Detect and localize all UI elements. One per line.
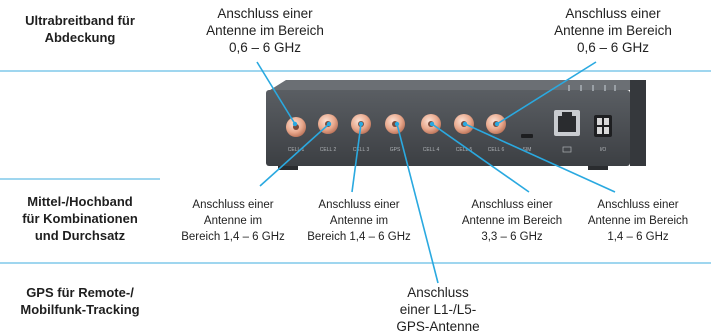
section-label-line: für Kombinationen (22, 211, 138, 226)
callout-line: Anschluss einer (318, 199, 400, 211)
section-divider (0, 178, 160, 180)
ethernet-port (554, 110, 580, 136)
ethernet-icon (562, 146, 572, 153)
section-label-ultrawideband: Ultrabreitband für Abdeckung (0, 12, 160, 46)
device-front-panel (266, 90, 630, 166)
port-label: CELL 4 (423, 147, 440, 153)
section-label-line: Ultrabreitband für (25, 13, 135, 28)
section-divider (0, 262, 711, 264)
callout-mid-3: Anschluss einer Antenne im Bereich 3,3 –… (450, 197, 574, 245)
port-label: SIM (523, 147, 532, 153)
leader-dot (358, 121, 364, 127)
leader-dot (429, 121, 435, 127)
section-label-line: Mittel-/Hochband (27, 194, 133, 209)
section-label-line: Abdeckung (44, 30, 116, 45)
leader-line (256, 61, 296, 125)
callout-line: Anschluss einer (597, 199, 679, 211)
leader-line (351, 123, 362, 193)
device-side (630, 80, 646, 166)
callout-line: Antenne im Bereich (554, 23, 672, 38)
callout-line: Anschluss einer (217, 6, 313, 21)
power-port (594, 115, 612, 137)
leader-line (259, 123, 330, 187)
port-label: CELL 2 (320, 147, 337, 153)
callout-line: Antenne im Bereich (206, 23, 324, 38)
callout-gps: Anschluss einer L1-/L5- GPS-Antenne (385, 284, 491, 335)
port-label: CELL 6 (488, 147, 505, 153)
leader-line (464, 123, 616, 193)
callout-line: Antenne im (203, 215, 263, 227)
antenna-connector (286, 117, 306, 137)
leader-line (431, 123, 530, 193)
device-foot (588, 166, 608, 170)
callout-line: Anschluss einer (471, 199, 553, 211)
callout-line: Bereich 1,4 – 6 GHz (307, 231, 411, 243)
callout-line: Anschluss einer (565, 6, 661, 21)
callout-line: Antenne im Bereich (587, 215, 689, 227)
section-label-line: und Durchsatz (34, 228, 126, 243)
callout-line: einer L1-/L5- (399, 302, 477, 317)
section-label-line: Mobilfunk-Tracking (20, 302, 140, 317)
status-led-icons (568, 85, 616, 91)
port-label: CELL 3 (353, 147, 370, 153)
device-foot (278, 166, 298, 170)
callout-line: Bereich 1,4 – 6 GHz (181, 231, 285, 243)
leader-line (396, 123, 439, 284)
section-label-gps: GPS für Remote-/ Mobilfunk-Tracking (0, 284, 160, 318)
section-label-line: GPS für Remote-/ (26, 285, 134, 300)
leader-dot (462, 121, 468, 127)
section-divider (0, 70, 711, 72)
callout-mid-4: Anschluss einer Antenne im Bereich 1,4 –… (576, 197, 700, 245)
port-label: I/O (600, 147, 607, 153)
callout-mid-1: Anschluss einer Antenne im Bereich 1,4 –… (172, 197, 294, 245)
port-label: GPS (390, 147, 401, 153)
callout-top-right: Anschluss einer Antenne im Bereich 0,6 –… (528, 5, 698, 56)
callout-line: Anschluss (407, 285, 469, 300)
callout-line: 0,6 – 6 GHz (576, 40, 650, 55)
leader-dot (292, 121, 298, 127)
callout-mid-2: Anschluss einer Antenne im Bereich 1,4 –… (298, 197, 420, 245)
port-label: CELL 5 (456, 147, 473, 153)
callout-line: 3,3 – 6 GHz (481, 231, 543, 243)
leader-dot (394, 121, 400, 127)
callout-line: Anschluss einer (192, 199, 274, 211)
callout-line: GPS-Antenne (396, 319, 480, 334)
callout-line: 0,6 – 6 GHz (228, 40, 302, 55)
section-label-mid-high-band: Mittel-/Hochband für Kombinationen und D… (0, 193, 160, 244)
callout-line: Antenne im Bereich (461, 215, 563, 227)
callout-top-left: Anschluss einer Antenne im Bereich 0,6 –… (180, 5, 350, 56)
device-top-edge (270, 80, 646, 90)
callout-line: Antenne im (329, 215, 389, 227)
leader-line (496, 61, 597, 125)
callout-line: 1,4 – 6 GHz (607, 231, 669, 243)
leader-dot (494, 121, 500, 127)
router-illustration: CELL 1 CELL 2 CELL 3 GPS CELL 4 CELL 5 C… (266, 80, 646, 170)
port-label: CELL 1 (288, 147, 305, 153)
leader-dot (326, 121, 332, 127)
sim-slot (521, 134, 533, 138)
router-device: CELL 1 CELL 2 CELL 3 GPS CELL 4 CELL 5 C… (258, 68, 658, 188)
